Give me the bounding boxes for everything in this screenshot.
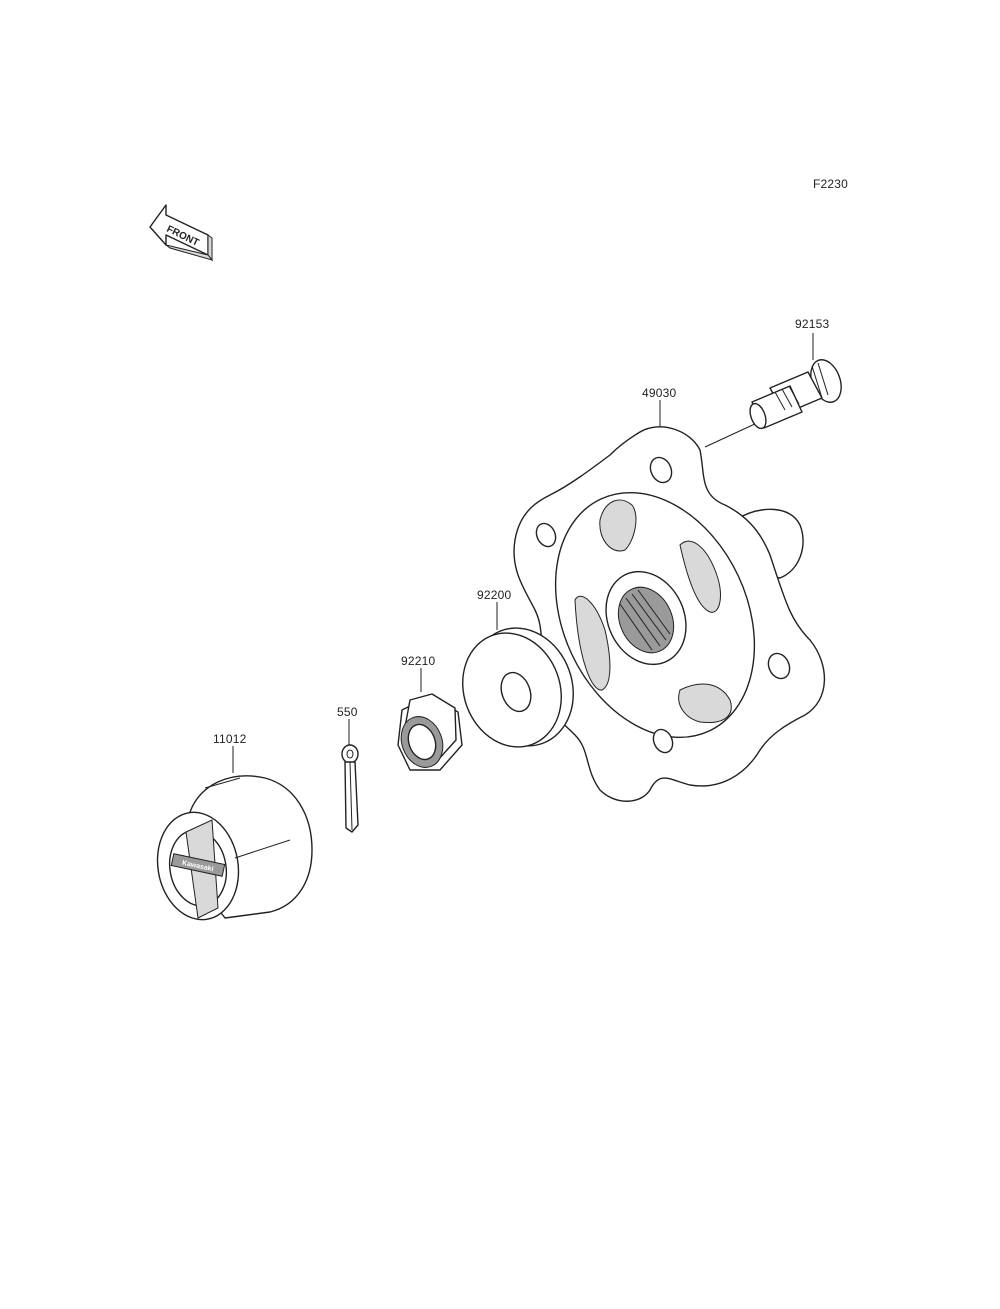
part-label-550: 550: [337, 705, 358, 719]
washer-92200: [462, 627, 574, 748]
hub-cap-11012: Kawasaki: [156, 775, 313, 921]
part-label-92153: 92153: [795, 317, 830, 331]
part-label-92210: 92210: [401, 654, 436, 668]
leader-92153-to-hub: [704, 422, 758, 448]
part-label-49030: 49030: [642, 386, 677, 400]
part-label-11012: 11012: [213, 732, 247, 746]
part-label-92200: 92200: [477, 588, 512, 602]
nut-92210: [397, 693, 463, 771]
rear-hub-49030: [513, 426, 826, 802]
cap-logo-plate: [170, 853, 226, 877]
front-arrow-icon: FRONT: [149, 204, 214, 262]
figure-code: F2230: [813, 177, 849, 191]
wheel-stud-92153: [749, 359, 842, 430]
cotter-pin-550: [341, 744, 359, 833]
